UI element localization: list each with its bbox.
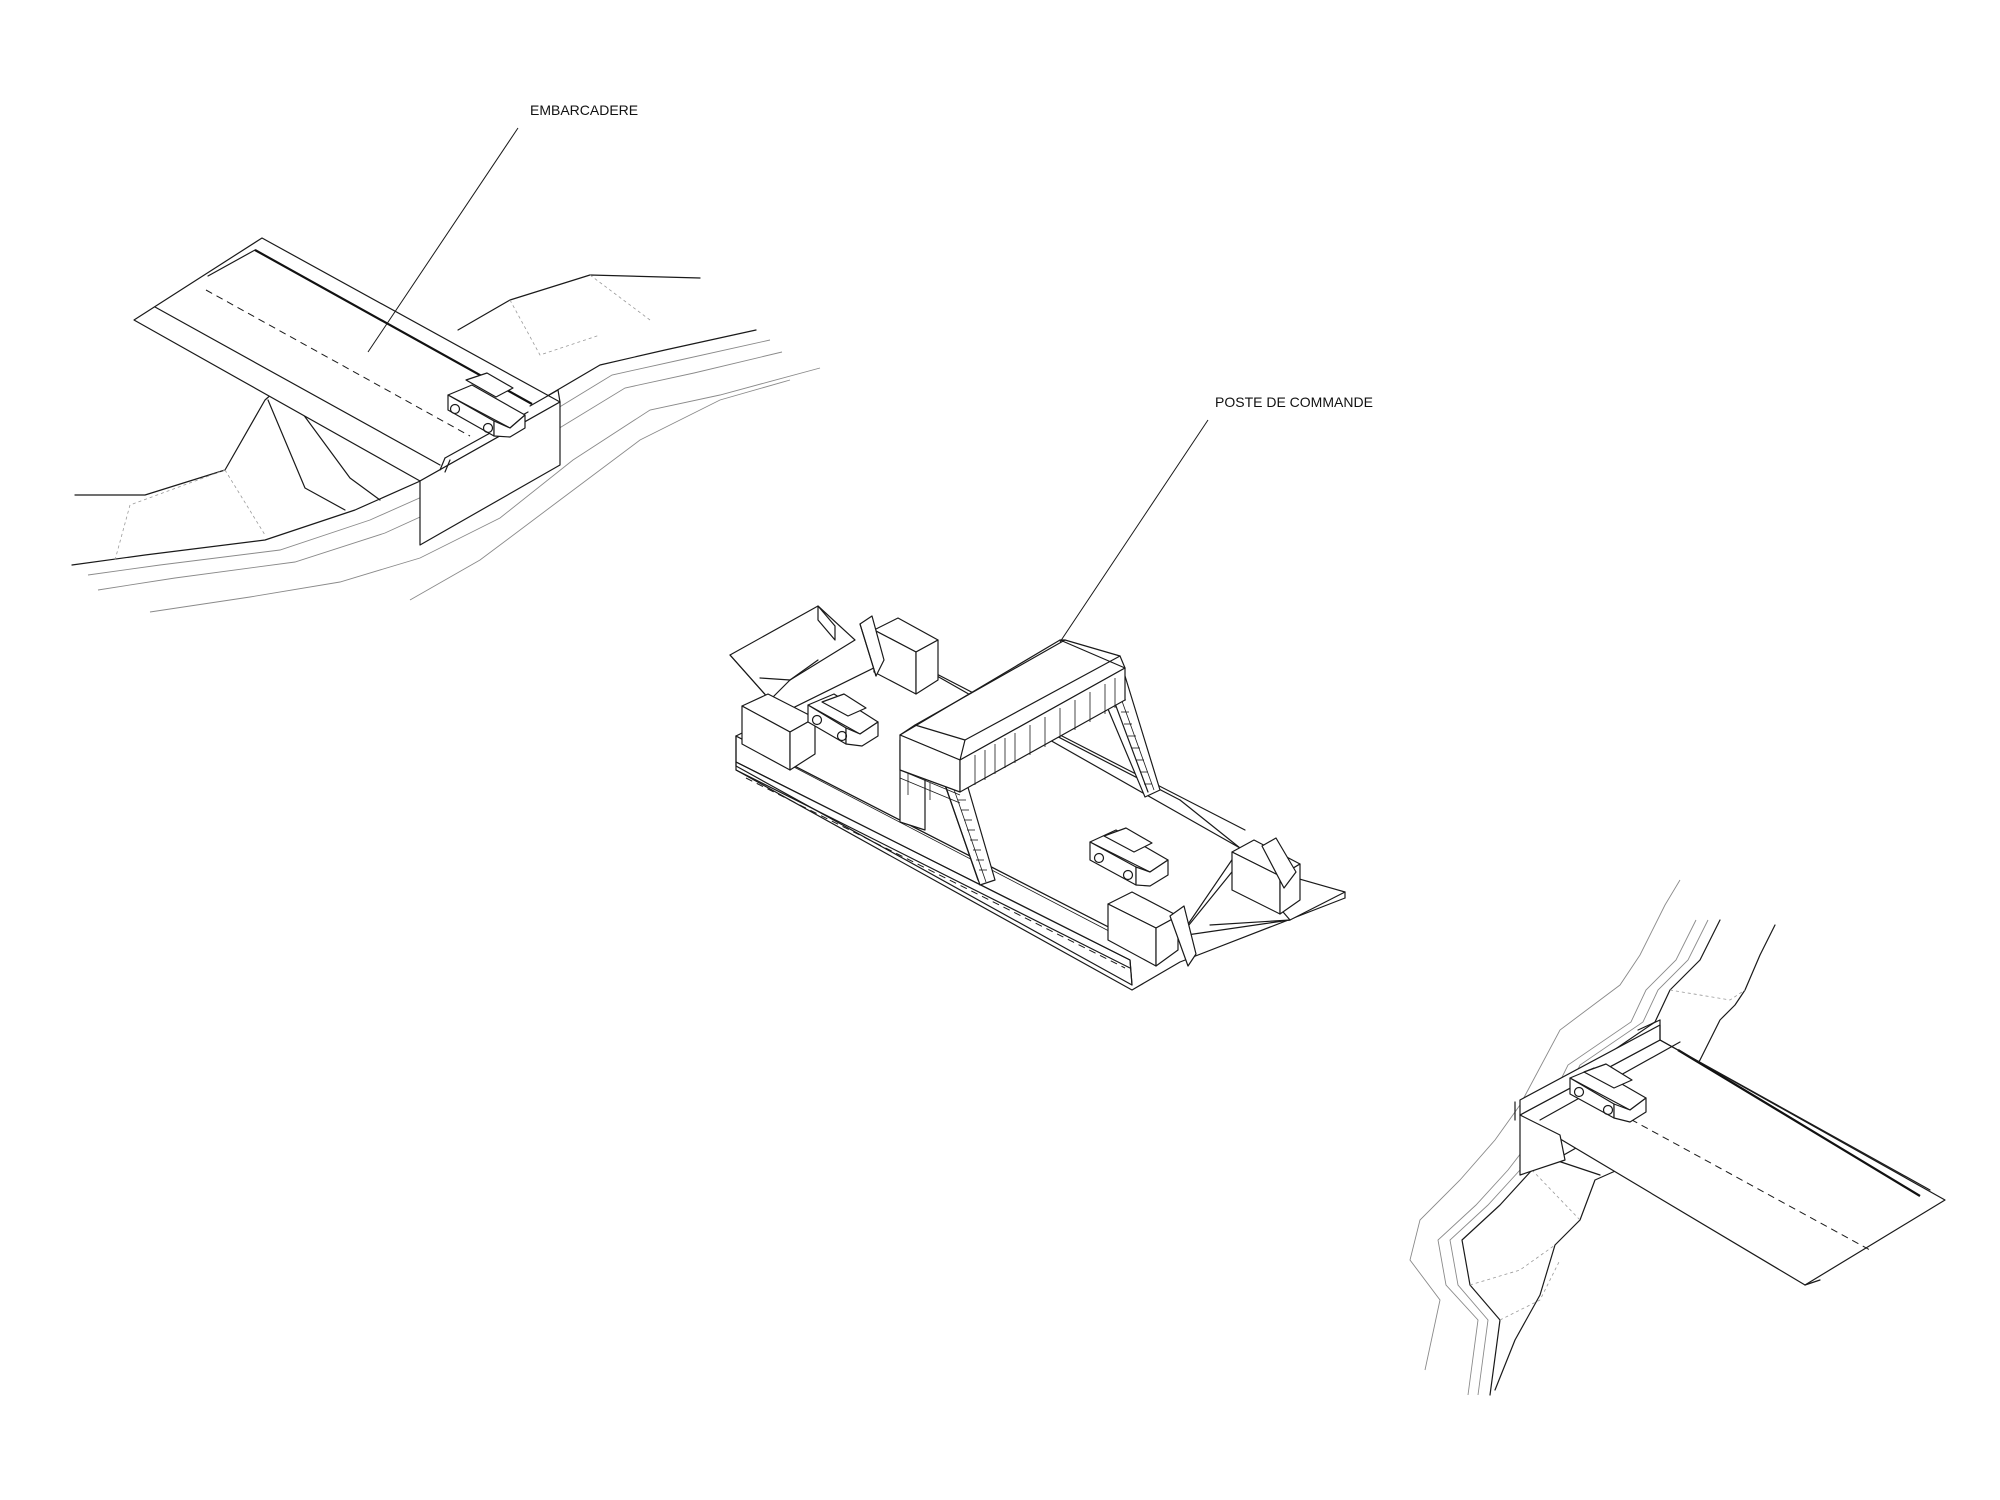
label-poste-de-commande: POSTE DE COMMANDE <box>1215 394 1373 410</box>
left-landing <box>71 237 821 613</box>
left-car <box>447 372 526 438</box>
ferry-hull <box>735 735 1346 991</box>
leader-embarcadere <box>367 127 519 353</box>
ferry-front-ramp <box>729 605 856 701</box>
ferry-bridge <box>899 639 1161 886</box>
label-embarcadere: EMBARCADERE <box>530 102 638 118</box>
ferry-car-back <box>1089 827 1169 887</box>
right-car <box>1569 1063 1647 1123</box>
left-ramp <box>133 237 561 546</box>
right-ramp <box>1514 1019 1946 1286</box>
ferry-car-front <box>807 693 879 747</box>
leader-poste-de-commande <box>1059 419 1209 643</box>
ferry <box>729 605 1346 991</box>
right-landing <box>1409 879 1946 1396</box>
